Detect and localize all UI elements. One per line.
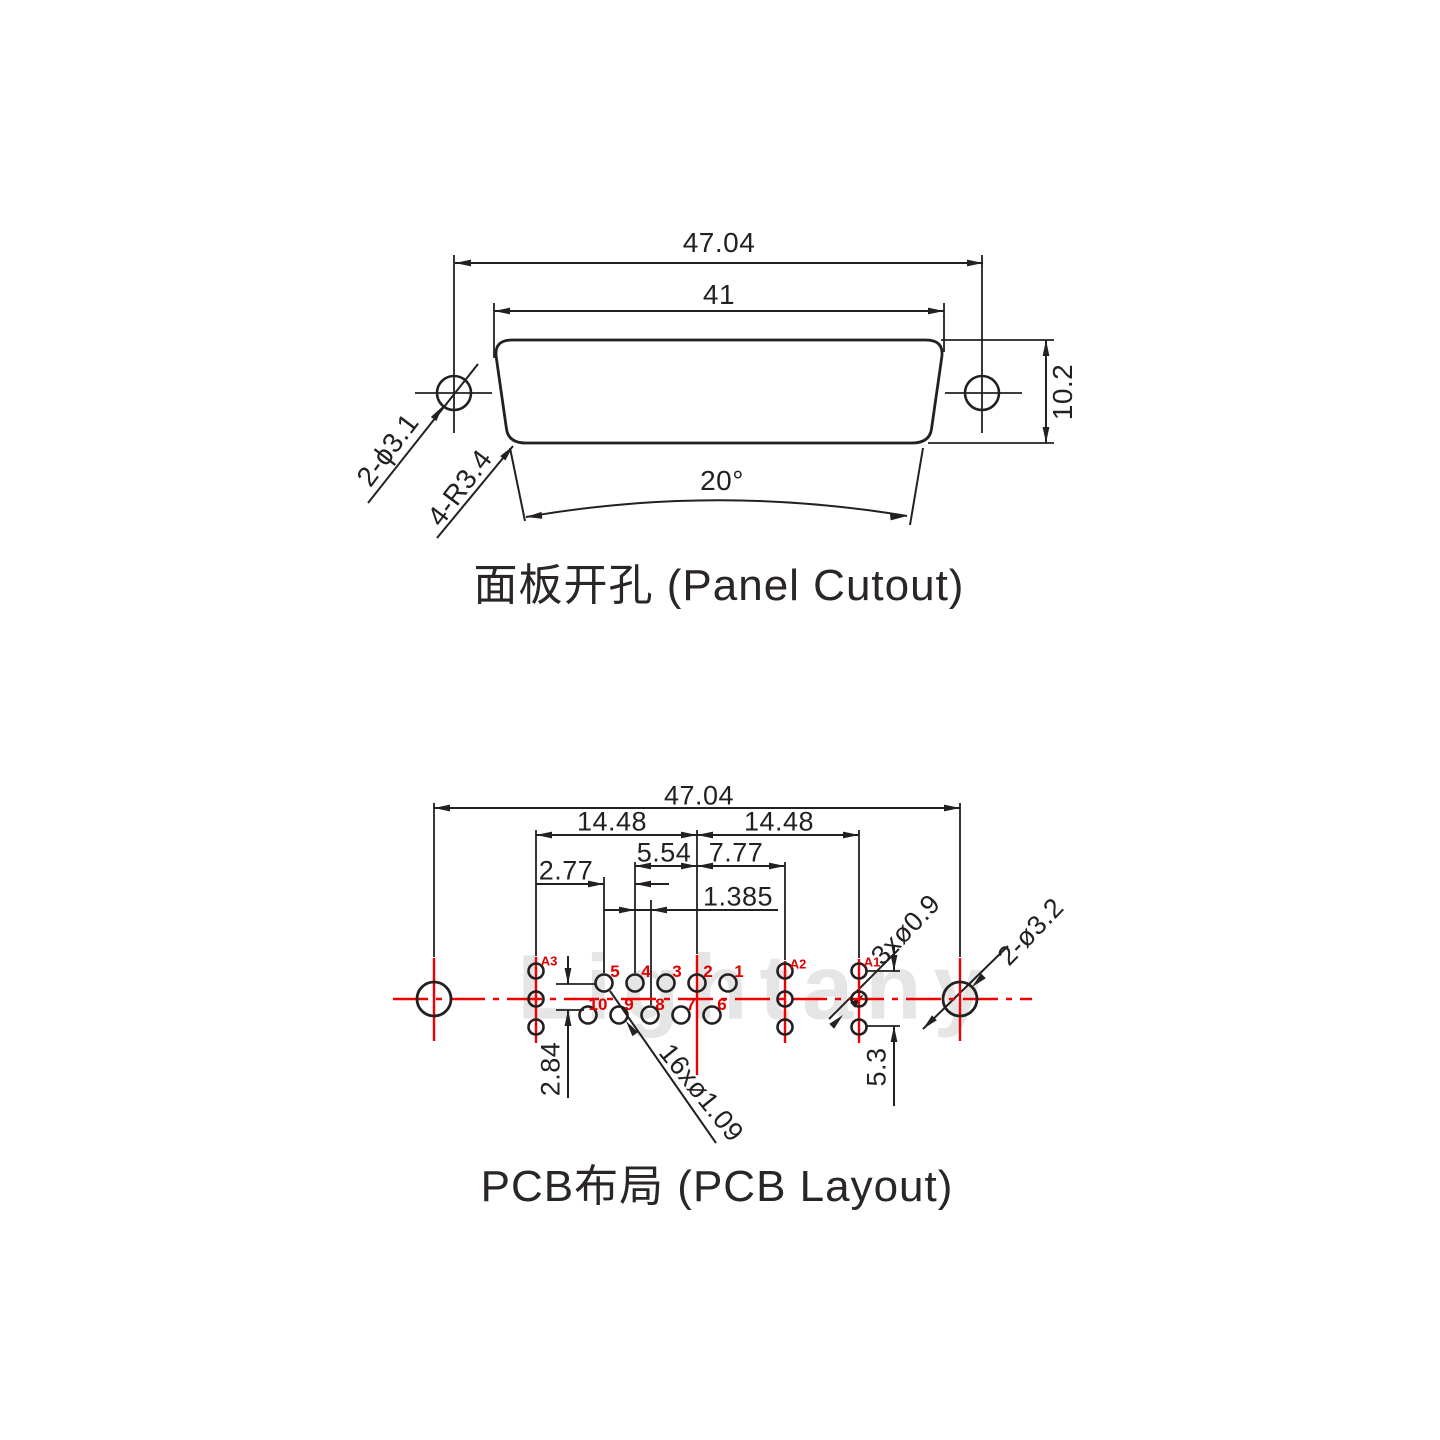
- leader-corner-radius: [436, 445, 514, 539]
- coax-a1-hole-bot: [850, 1018, 868, 1036]
- coax-a2-hole-mid: [776, 990, 794, 1008]
- pin-label-7: 7: [686, 995, 696, 1014]
- pin-label-8: 8: [655, 995, 665, 1014]
- coax-label-a3: A3: [540, 953, 558, 969]
- pcb-pin-pitch-dim: 2.77: [538, 855, 594, 886]
- pin-hole-4: [625, 973, 645, 993]
- pin-hole-7: [671, 1005, 691, 1025]
- centerlines: [393, 955, 1032, 1075]
- pin-hole-3: [656, 973, 676, 993]
- pin-label-3: 3: [672, 962, 682, 981]
- panel-overall-width-dim: 47.04: [682, 227, 756, 258]
- pin-hole-10: [578, 1005, 598, 1025]
- pin-label-5: 5: [610, 962, 620, 981]
- coax-a3-hole-mid: [527, 990, 545, 1008]
- pcb-right-half-dim: 14.48: [743, 806, 815, 837]
- pin-hole-8: [640, 1005, 660, 1025]
- pin-hole-2: [687, 973, 707, 993]
- pcb-pin-to-center-dim: 5.54: [636, 837, 692, 868]
- pcb-holes: [415, 962, 979, 1036]
- pcb-overall-width-dim: 47.04: [663, 780, 735, 811]
- pcb-layout-title: PCB布局 (PCB Layout): [480, 1162, 954, 1211]
- pin-hole-1: [718, 973, 738, 993]
- pin-label-2: 2: [703, 962, 713, 981]
- pcb-mount-hole-right: [941, 980, 979, 1018]
- pcb-row-offset-dim: 1.385: [702, 881, 774, 912]
- pin-hole-5: [594, 973, 614, 993]
- pin-label-9: 9: [624, 995, 634, 1014]
- pcb-row-spacing-dim: 2.84: [535, 1041, 566, 1097]
- panel-side-angle-dim: 20°: [700, 465, 744, 496]
- panel-cutout-width-dim: 41: [702, 279, 736, 310]
- leader-coax-holes: [828, 948, 900, 1020]
- coax-a1-hole-mid: [850, 990, 868, 1008]
- coax-label-a1: A1: [863, 954, 881, 970]
- leader-pcb-mount-holes: [922, 945, 1009, 1030]
- pin-hole-9: [609, 1005, 629, 1025]
- coax-a2-hole-bot: [776, 1018, 794, 1036]
- leader-mount-hole-dia: [367, 363, 479, 504]
- pcb-coax-vertical-dim: 5.3: [861, 1047, 892, 1087]
- coax-a3-hole-top: [527, 962, 545, 980]
- pin-label-4: 4: [641, 962, 651, 981]
- coax-label-a2: A2: [789, 956, 807, 972]
- panel-cutout-title: 面板开孔 (Panel Cutout): [473, 561, 965, 610]
- pin-label-6: 6: [717, 995, 727, 1014]
- coax-a2-hole-top: [776, 962, 794, 980]
- pcb-mount-hole-left: [415, 980, 453, 1018]
- pin-label-10: 10: [588, 995, 608, 1014]
- pin-label-1: 1: [734, 962, 744, 981]
- cutout-outline: [494, 338, 944, 445]
- coax-a3-hole-bot: [527, 1018, 545, 1036]
- panel-cutout-drawing: [367, 255, 1054, 539]
- panel-cutout-height-dim: 10.2: [1047, 363, 1078, 421]
- pin-hole-6: [702, 1005, 722, 1025]
- pcb-center-to-coax-dim: 7.77: [708, 837, 764, 868]
- pcb-left-half-dim: 14.48: [576, 806, 648, 837]
- coax-a1-hole-top: [850, 962, 868, 980]
